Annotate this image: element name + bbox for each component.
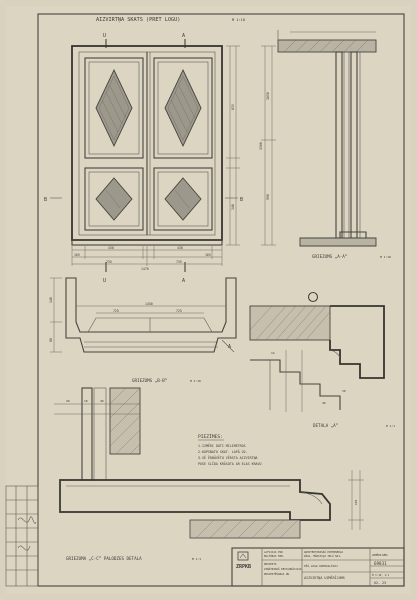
title-block-top-right: UZMĒRIJUMS <box>372 552 388 557</box>
notes-block: PIEZĪMES: 1.IZMĒRI DOTI MILIMETROS 2.KOP… <box>198 433 262 466</box>
signature-scribble <box>17 516 37 524</box>
section-cc-view: 20 18 40 605 GRIEZUMA „C-C” PALODZES DET… <box>54 387 364 561</box>
org-line2: KULTŪRAS MIN. <box>264 553 284 558</box>
diamond-lower-left <box>95 177 133 221</box>
right-upper-panel <box>153 57 213 159</box>
dim-right-panel: 430 <box>177 246 183 250</box>
left-lower-panel <box>84 167 144 231</box>
dim-half-right: 735 <box>176 260 182 264</box>
project-line1: PROJEKTS <box>264 562 277 566</box>
desc-line1: PĪĀ-LOGU UZPRASLĪVOJ <box>304 563 338 568</box>
section-cc-title: GRIEZUMA „C-C” PALODZES DETALA <box>66 556 142 561</box>
dim-cc-side: 605 <box>354 499 358 505</box>
sheet-number: U2- 25 <box>374 581 386 585</box>
org-name: ZRPKB <box>236 564 251 570</box>
institute-logo <box>237 551 249 561</box>
project-line3: PROJEKTĒŠANAS UN <box>264 571 289 576</box>
dim-total-inner: 1470 <box>141 267 149 271</box>
dim-cc-2: 18 <box>84 399 88 403</box>
marker-b-right: B <box>240 197 243 203</box>
sheet-border <box>37 13 405 587</box>
note-line-2: 2.KOPSNATU SKAT. LAPĀ U2- <box>198 449 248 454</box>
diamond-lower-right <box>164 177 202 221</box>
detail-a-profile <box>329 305 385 379</box>
drawing-number: 69831 <box>374 561 387 566</box>
dim-frame-left: 165 <box>74 253 80 257</box>
marker-a-detail: A <box>228 344 231 350</box>
dim-side-upper: 835 <box>231 104 235 110</box>
detail-a-knob <box>307 291 319 303</box>
marker-u-bottom: U <box>103 278 106 284</box>
dim-aa-total: 1500 <box>259 142 263 150</box>
elevation-scale: M 1:10 <box>232 18 245 22</box>
dim-detail-a-2: 40 <box>322 401 326 405</box>
marker-a-top: A <box>182 33 185 39</box>
detail-a-view: 14 40 30 DETALA „A” M 1:1 <box>249 291 395 428</box>
dim-cc-1: 20 <box>66 399 70 403</box>
dept-line2: RĪGA, MĀRSTAĻU IELĀ N21- <box>304 553 342 558</box>
dim-bb-right: 725 <box>176 309 182 313</box>
dim-bb-left: 725 <box>113 309 119 313</box>
section-bb-view: 1450 725 725 140 80 A GRIEZUMS „B-B” M 1… <box>49 277 237 383</box>
detail-a-title: DETALA „A” <box>313 423 339 428</box>
dim-cc-3: 40 <box>100 399 104 403</box>
bb-outline <box>65 277 237 353</box>
note-line-4: PUSE SLĪDA KRĀSOTA AR ELAS KRAVU <box>198 461 262 466</box>
marker-u-top: U <box>103 33 106 39</box>
dept-line1: ARHITEKTONISKĀ PIEMINEKĻU <box>304 549 343 554</box>
marker-b-left: B <box>44 197 47 203</box>
dim-side-lower: 340 <box>231 204 235 210</box>
dim-detail-a-3: 30 <box>342 389 346 393</box>
notes-heading: PIEZĪMES: <box>198 433 223 440</box>
note-line-1: 1.IZMĒRI DOTI MILIMETROS <box>198 443 246 448</box>
marker-a-bottom: A <box>182 278 185 284</box>
cc-hatched-post <box>109 387 141 455</box>
right-lower-panel <box>153 167 213 231</box>
desc-line2: AIZVIRTŅA UZMĒRĪJUMS <box>304 575 345 580</box>
left-upper-panel <box>84 57 144 159</box>
project-line2: ZINĀTNISKĀ RESTAURĀCIJAS <box>264 566 302 571</box>
dim-bb-h1: 140 <box>49 297 53 303</box>
section-bb-scale: M 1:10 <box>190 379 201 383</box>
section-aa-view: 1050 990 1500 GRIEZUMS „A-A” M 1:10 <box>259 30 391 259</box>
note-line-3: 3.VĒ ĒRBŪVĒTU VĒRSTA AIZVIRTŅA <box>198 455 258 460</box>
section-cc-scale: M 1:1 <box>192 557 201 561</box>
dim-left-panel: 430 <box>108 246 114 250</box>
section-bb-title: GRIEZUMS „B-B” <box>132 378 168 383</box>
cc-sill-profile <box>59 479 331 521</box>
section-aa-title: GRIEZUMS „A-A” <box>312 254 348 259</box>
dim-frame-right: 165 <box>205 253 211 257</box>
dim-aa-upper: 1050 <box>266 92 270 100</box>
title-block: ZRPKB LATVIJAS PSR KULTŪRAS MIN. ARHITEK… <box>231 547 405 587</box>
dim-bb-h2: 80 <box>49 338 53 342</box>
dim-aa-lower: 990 <box>266 194 270 200</box>
org-line1: LATVIJAS PSR <box>264 550 283 554</box>
paper-inner <box>6 6 411 594</box>
detail-a-scale: M 1:1 <box>386 424 395 428</box>
scale-cell: M 1:10, 1:1 <box>372 573 390 577</box>
dim-detail-a-1: 14 <box>271 351 275 355</box>
dim-bb-width: 1450 <box>145 302 153 306</box>
dim-half-left: 735 <box>106 260 112 264</box>
elevation-title: AIZVIRTŅA SKATS (PRET LOGU) <box>96 17 180 23</box>
left-stamp-column <box>5 485 39 587</box>
section-aa-scale: M 1:10 <box>380 255 391 259</box>
elevation-view: AIZVIRTŅA SKATS (PRET LOGU) M 1:10 U A U… <box>44 17 245 284</box>
